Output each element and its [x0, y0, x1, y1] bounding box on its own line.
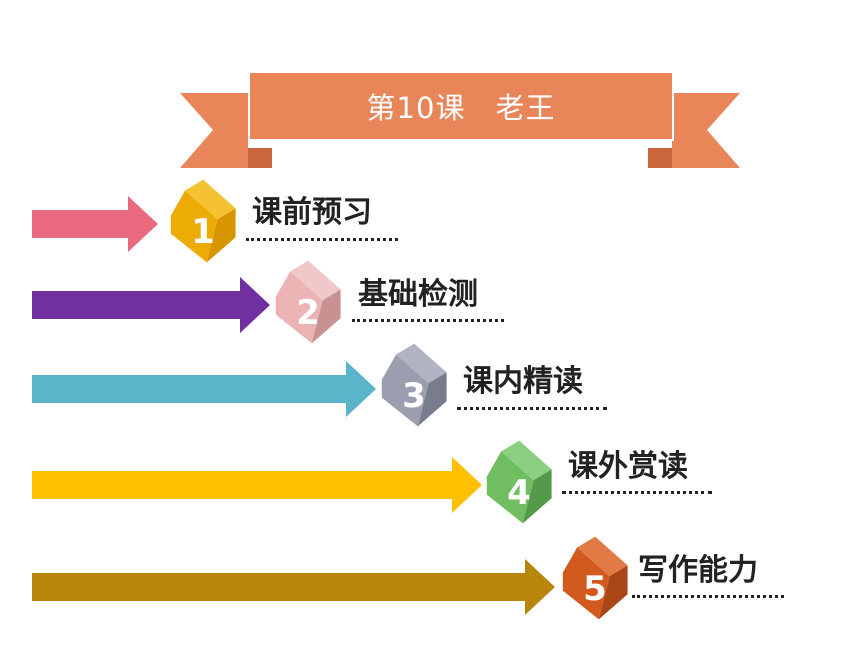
cube-side-face — [522, 469, 552, 524]
cube-top-face — [501, 440, 552, 481]
dotted-underline — [246, 238, 398, 241]
title-banner — [180, 71, 740, 168]
arrow-shape — [32, 457, 482, 513]
cube-side-face — [311, 289, 341, 344]
dotted-underline — [457, 407, 607, 410]
cube-front-face — [381, 354, 429, 427]
menu-item-label-1[interactable]: 课前预习 — [252, 195, 372, 230]
cube-top-face — [396, 343, 447, 384]
menu-item-label-2[interactable]: 基础检测 — [358, 277, 478, 312]
cube-side-face — [206, 208, 236, 263]
banner-left-fold — [248, 148, 272, 168]
menu-item-label-4[interactable]: 课外赏读 — [568, 449, 688, 484]
arrow-shape — [32, 361, 376, 417]
cube-top-face — [290, 260, 341, 301]
menu-item-label-5[interactable]: 写作能力 — [638, 553, 758, 588]
dotted-underline — [632, 595, 784, 598]
item-number: 5 — [583, 569, 607, 609]
banner-right-fold — [648, 148, 672, 168]
menu-item-label-3[interactable]: 课内精读 — [463, 364, 583, 399]
item-number: 4 — [507, 473, 531, 513]
banner-left-tail — [180, 93, 248, 168]
cube-side-face — [598, 565, 628, 620]
dotted-underline — [562, 491, 712, 494]
cube-front-face — [486, 451, 534, 524]
item-number: 2 — [296, 293, 320, 333]
cube-side-face — [417, 372, 447, 427]
banner-right-tail — [672, 93, 740, 168]
cube-front-face — [170, 190, 218, 263]
page-title: 第10课 老王 — [366, 91, 556, 125]
cube-top-face — [185, 179, 236, 220]
cube-top-face — [577, 536, 628, 577]
arrow-shape — [32, 559, 555, 615]
arrow-shape — [32, 196, 158, 252]
cube-front-face — [275, 271, 323, 344]
banner-ribbon — [248, 71, 674, 141]
dotted-underline — [352, 319, 504, 322]
arrow-shape — [32, 277, 270, 333]
item-number: 1 — [191, 212, 215, 252]
item-number: 3 — [402, 376, 426, 416]
cube-front-face — [562, 547, 610, 620]
